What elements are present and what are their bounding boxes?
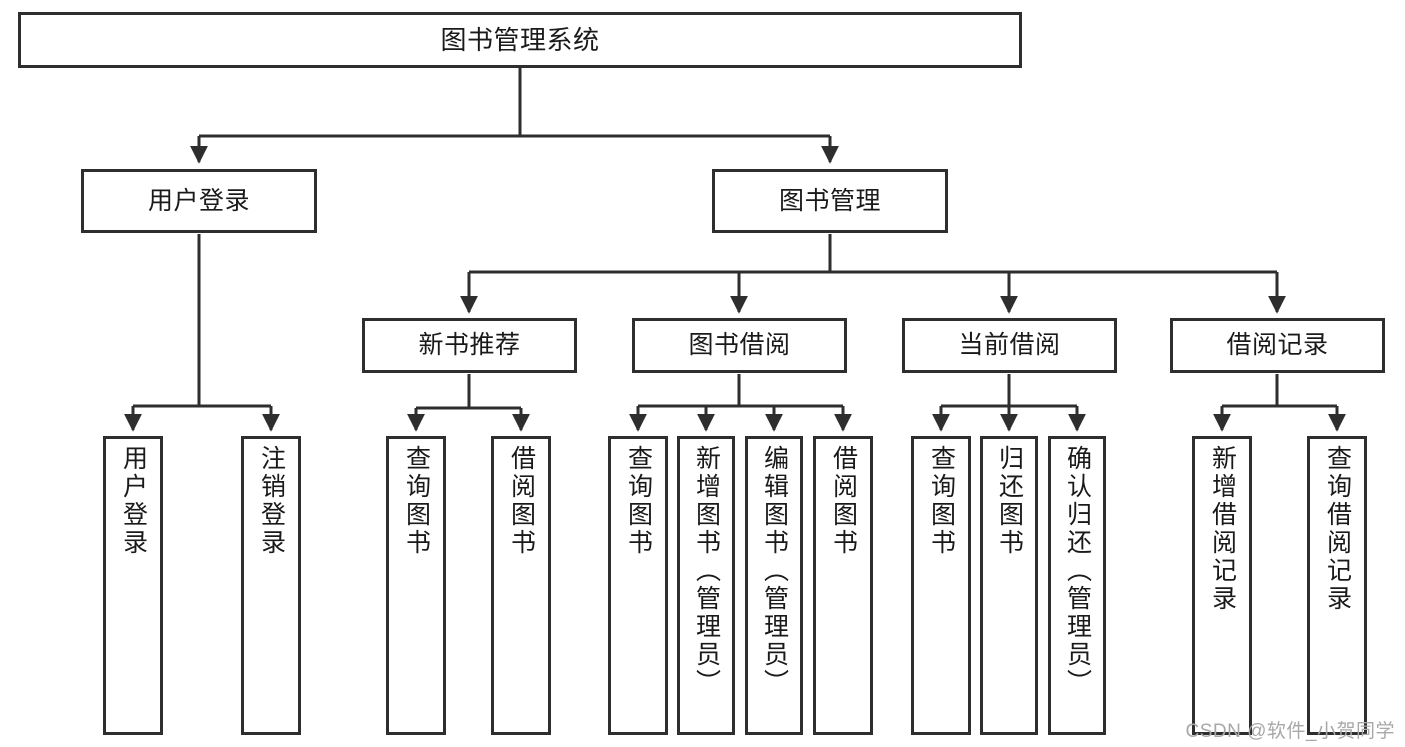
node-leaf-user-login[interactable]: 用户登录 <box>103 436 163 735</box>
node-leaf-add-book-label: 新增图书（管理员） <box>692 445 721 697</box>
node-root[interactable]: 图书管理系统 <box>18 12 1022 68</box>
node-leaf-edit-book-label: 编辑图书（管理员） <box>760 445 789 697</box>
node-leaf-add-record-label: 新增借阅记录 <box>1208 445 1237 613</box>
node-book-mgmt[interactable]: 图书管理 <box>712 169 948 233</box>
node-leaf-user-login-label: 用户登录 <box>119 445 148 557</box>
node-leaf-query-book-1[interactable]: 查询图书 <box>386 436 446 735</box>
node-leaf-return-book-label: 归还图书 <box>995 445 1024 557</box>
node-leaf-borrow-book-2-label: 借阅图书 <box>829 445 858 557</box>
node-leaf-query-book-3[interactable]: 查询图书 <box>911 436 971 735</box>
node-new-book-rec-label: 新书推荐 <box>418 331 521 359</box>
node-user-login[interactable]: 用户登录 <box>81 169 317 233</box>
node-leaf-return-book[interactable]: 归还图书 <box>980 436 1038 735</box>
csdn-watermark: CSDN @软件_小贺同学 <box>1185 721 1395 742</box>
node-user-login-label: 用户登录 <box>147 186 250 215</box>
node-leaf-logout-label: 注销登录 <box>257 445 286 557</box>
node-leaf-query-record-label: 查询借阅记录 <box>1323 445 1352 613</box>
node-root-label: 图书管理系统 <box>440 24 600 55</box>
node-leaf-confirm-return-label: 确认归还（管理员） <box>1063 445 1092 697</box>
node-leaf-borrow-book-1-label: 借阅图书 <box>507 445 536 557</box>
node-leaf-confirm-return[interactable]: 确认归还（管理员） <box>1048 436 1106 735</box>
node-leaf-query-book-1-label: 查询图书 <box>402 445 431 557</box>
node-leaf-add-book[interactable]: 新增图书（管理员） <box>677 436 735 735</box>
node-borrow-record-label: 借阅记录 <box>1226 331 1329 359</box>
node-leaf-query-record[interactable]: 查询借阅记录 <box>1307 436 1367 735</box>
node-leaf-query-book-3-label: 查询图书 <box>927 445 956 557</box>
node-book-borrow[interactable]: 图书借阅 <box>632 318 847 373</box>
node-borrow-record[interactable]: 借阅记录 <box>1170 318 1385 373</box>
node-leaf-query-book-2[interactable]: 查询图书 <box>608 436 668 735</box>
node-leaf-add-record[interactable]: 新增借阅记录 <box>1192 436 1252 735</box>
node-leaf-logout[interactable]: 注销登录 <box>241 436 301 735</box>
node-leaf-query-book-2-label: 查询图书 <box>624 445 653 557</box>
node-leaf-borrow-book-2[interactable]: 借阅图书 <box>813 436 873 735</box>
node-leaf-borrow-book-1[interactable]: 借阅图书 <box>491 436 551 735</box>
node-book-borrow-label: 图书借阅 <box>688 331 791 359</box>
node-current-borrow-label: 当前借阅 <box>958 331 1061 359</box>
node-current-borrow[interactable]: 当前借阅 <box>902 318 1117 373</box>
node-book-mgmt-label: 图书管理 <box>778 186 881 215</box>
node-leaf-edit-book[interactable]: 编辑图书（管理员） <box>745 436 803 735</box>
node-new-book-rec[interactable]: 新书推荐 <box>362 318 577 373</box>
